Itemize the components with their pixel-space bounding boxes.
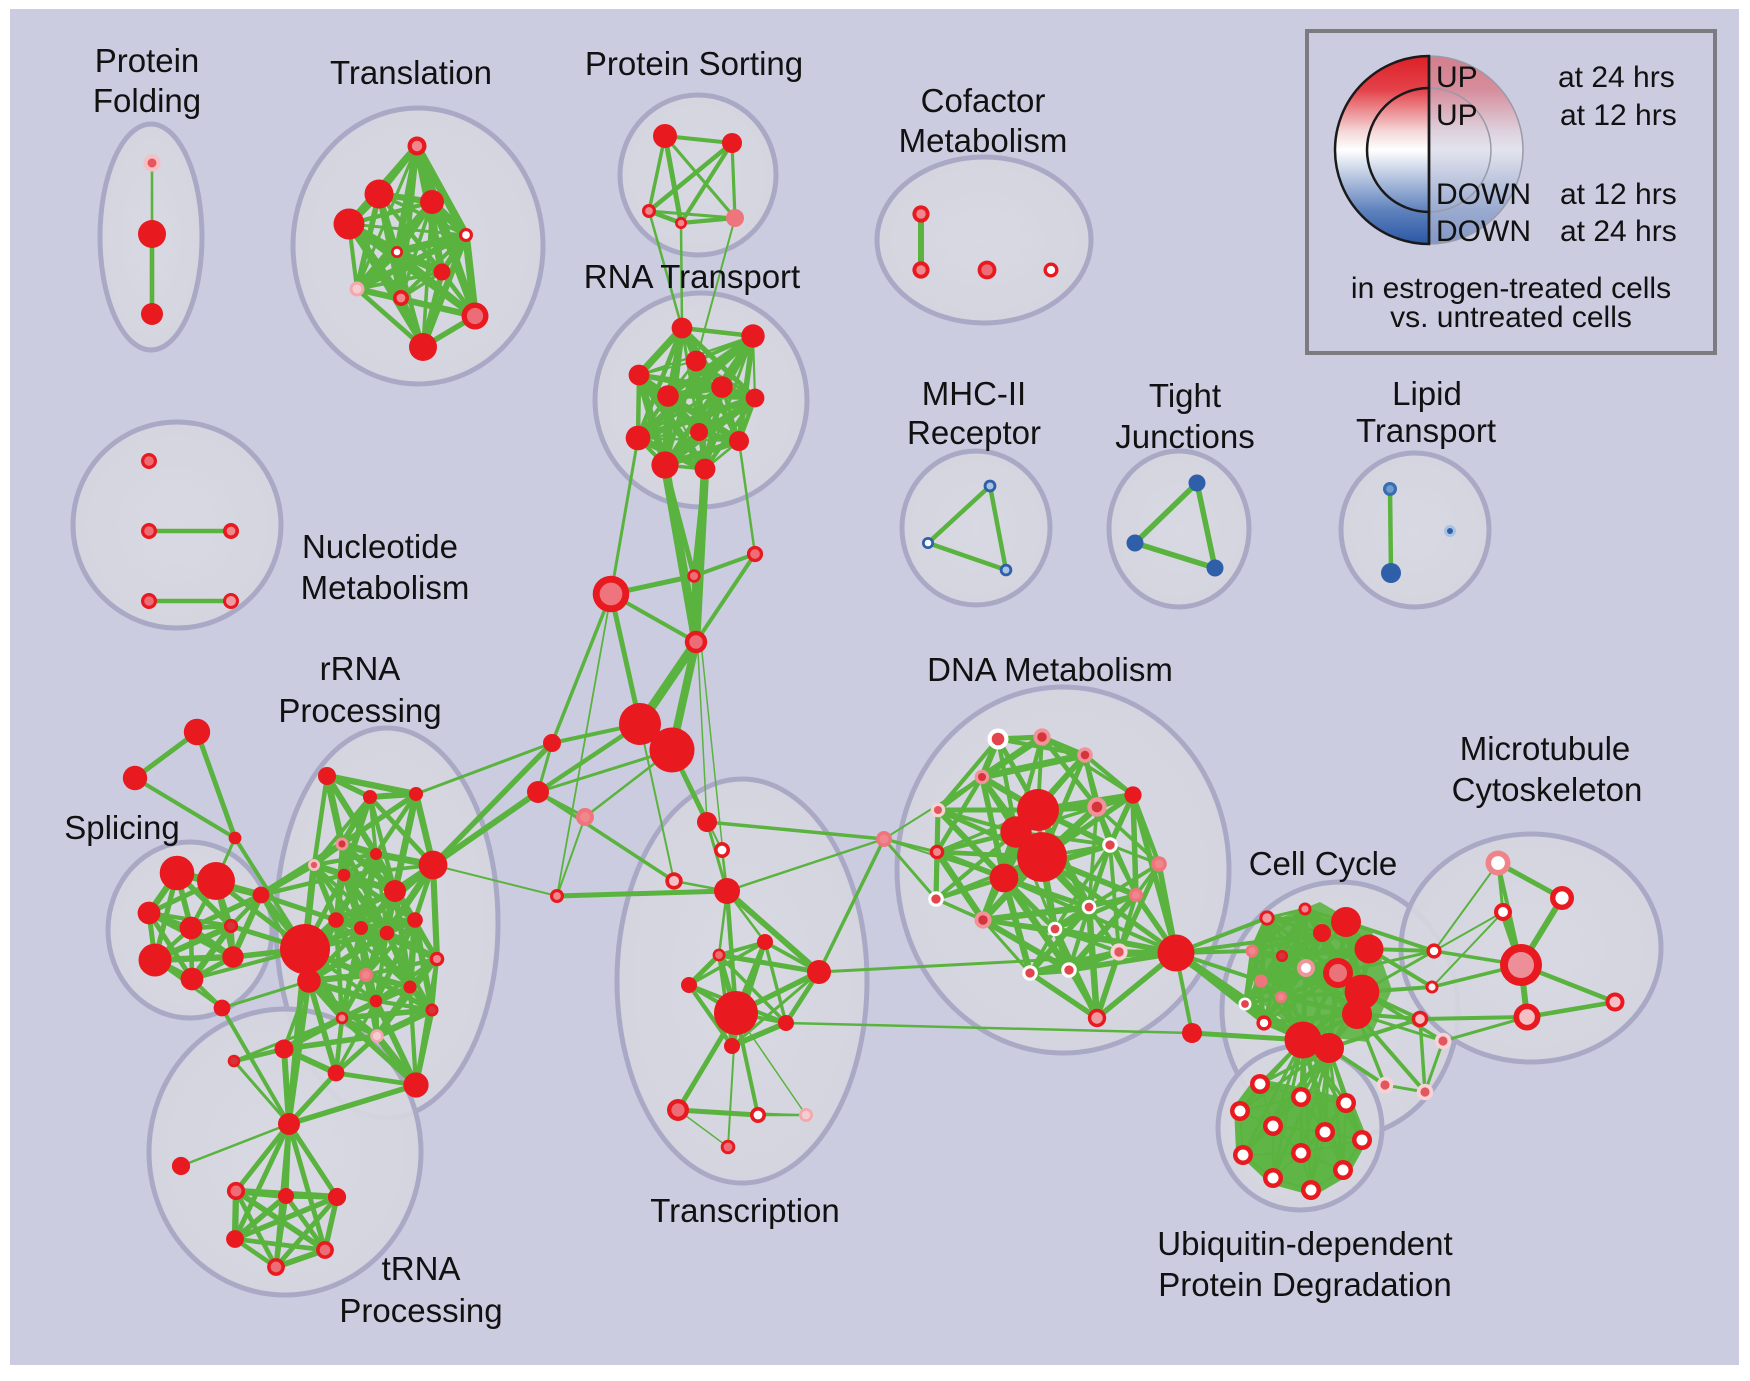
svg-text:Microtubule: Microtubule	[1460, 730, 1631, 767]
svg-text:Cell Cycle: Cell Cycle	[1249, 845, 1398, 882]
svg-text:Translation: Translation	[330, 54, 492, 91]
svg-text:MHC-II: MHC-II	[922, 375, 1026, 412]
svg-text:in estrogen-treated cells: in estrogen-treated cells	[1351, 272, 1671, 305]
svg-text:Protein Degradation: Protein Degradation	[1158, 1266, 1452, 1303]
svg-text:Lipid: Lipid	[1392, 375, 1462, 412]
svg-text:at 24 hrs: at 24 hrs	[1558, 61, 1675, 94]
svg-text:Folding: Folding	[93, 82, 201, 119]
svg-text:Cytoskeleton: Cytoskeleton	[1452, 771, 1643, 808]
svg-text:at 24 hrs: at 24 hrs	[1560, 215, 1677, 248]
svg-text:Transport: Transport	[1356, 412, 1496, 449]
svg-text:Processing: Processing	[278, 692, 441, 729]
svg-text:Ubiquitin-dependent: Ubiquitin-dependent	[1157, 1225, 1452, 1262]
svg-text:rRNA: rRNA	[320, 650, 401, 687]
svg-text:Transcription: Transcription	[650, 1192, 840, 1229]
svg-text:DOWN: DOWN	[1436, 178, 1531, 211]
svg-text:Protein Sorting: Protein Sorting	[585, 45, 803, 82]
svg-text:vs. untreated cells: vs. untreated cells	[1390, 301, 1632, 334]
svg-text:Nucleotide: Nucleotide	[302, 528, 458, 565]
svg-text:DNA Metabolism: DNA Metabolism	[927, 651, 1173, 688]
svg-text:Splicing: Splicing	[64, 809, 180, 846]
svg-text:DOWN: DOWN	[1436, 215, 1531, 248]
svg-text:Protein: Protein	[95, 42, 200, 79]
svg-text:UP: UP	[1436, 61, 1478, 94]
svg-text:Metabolism: Metabolism	[899, 122, 1068, 159]
svg-text:RNA Transport: RNA Transport	[584, 258, 800, 295]
svg-text:Processing: Processing	[339, 1292, 502, 1329]
svg-text:UP: UP	[1436, 99, 1478, 132]
svg-text:Metabolism: Metabolism	[301, 569, 470, 606]
svg-text:Cofactor: Cofactor	[921, 82, 1046, 119]
svg-text:Tight: Tight	[1149, 377, 1221, 414]
svg-text:Receptor: Receptor	[907, 414, 1041, 451]
svg-text:tRNA: tRNA	[382, 1250, 461, 1287]
svg-text:at 12 hrs: at 12 hrs	[1560, 178, 1677, 211]
svg-text:Junctions: Junctions	[1115, 418, 1254, 455]
svg-text:at 12 hrs: at 12 hrs	[1560, 99, 1677, 132]
